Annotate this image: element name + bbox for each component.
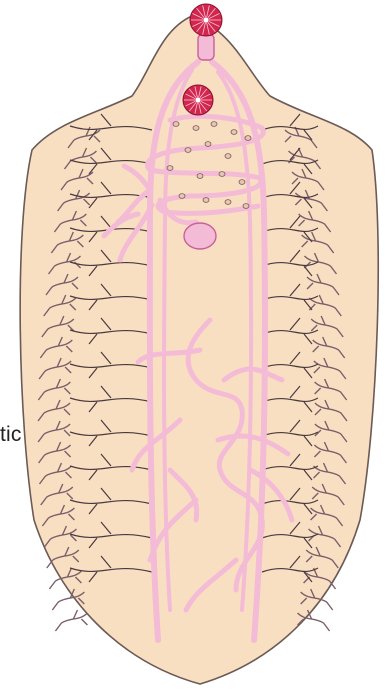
egg: [219, 172, 225, 177]
egg: [193, 126, 199, 131]
partial-label: tic: [0, 423, 22, 447]
egg: [173, 122, 179, 127]
egg: [205, 142, 211, 147]
egg: [197, 174, 203, 179]
egg: [179, 194, 185, 199]
egg: [239, 180, 245, 185]
egg: [185, 148, 191, 153]
egg: [225, 200, 231, 205]
ovary: [184, 223, 216, 249]
egg: [245, 136, 251, 141]
egg: [225, 154, 231, 159]
egg: [231, 130, 237, 135]
ventral-sucker-icon: [183, 85, 213, 115]
sucker-opening: [203, 17, 208, 22]
sucker-opening: [195, 97, 200, 102]
egg: [167, 166, 173, 171]
pharynx: [198, 34, 214, 60]
oral-sucker-icon: [190, 4, 222, 36]
egg: [243, 204, 249, 209]
egg: [211, 122, 217, 127]
egg: [203, 198, 209, 203]
vitelline-branch: [55, 610, 87, 631]
